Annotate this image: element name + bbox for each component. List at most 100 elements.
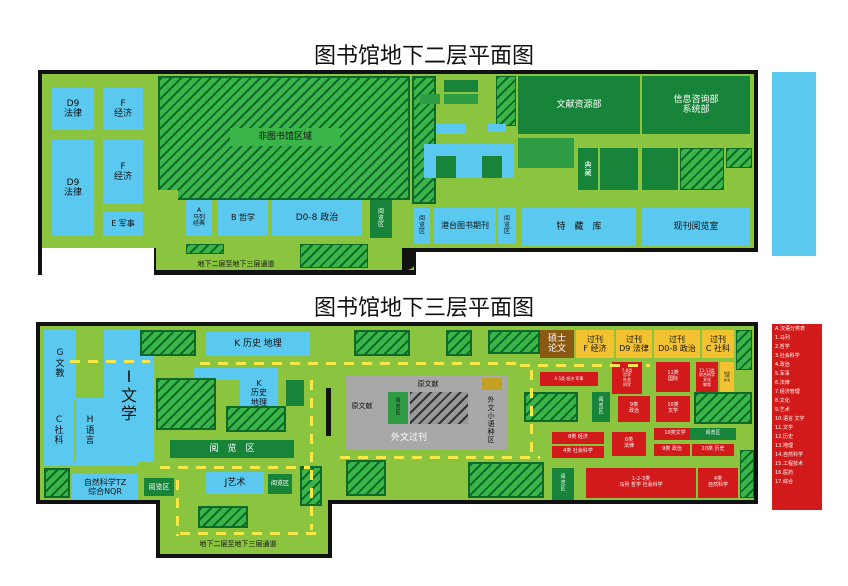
- b3-walkway: [176, 480, 179, 536]
- b2-literature-resources[interactable]: 文献资源部: [518, 76, 640, 134]
- b3-periodical-d9[interactable]: 过刊 D9 法律: [616, 330, 652, 358]
- b3-periodical-c[interactable]: 过刊 C 社科: [702, 330, 734, 358]
- b2-dark-2: [482, 156, 502, 178]
- floor-b3-title: 图书馆地下三层平面图: [313, 296, 534, 321]
- b2-b-philosophy[interactable]: B 哲学: [218, 200, 268, 236]
- floor-b2-title: 图书馆地下二层平面图: [313, 44, 534, 69]
- b3-reading-6[interactable]: 阅 览 区: [388, 392, 408, 424]
- b3-hatch-7: [44, 468, 70, 498]
- b2-current-periodicals[interactable]: 现刊阅览室: [642, 208, 750, 246]
- b3-g-culture[interactable]: G 文 教: [44, 330, 76, 398]
- b3-walkway: [340, 456, 540, 459]
- legend-item: 3.社会科学: [775, 353, 800, 359]
- b3-k-history-geo[interactable]: K 历史 地理: [206, 332, 310, 356]
- b2-hk-periodicals[interactable]: 港台图书期刊: [434, 208, 496, 244]
- b3-red-room[interactable]: 9类 政治: [618, 396, 650, 422]
- b3-hatch-1: [140, 330, 196, 356]
- b2-d0-8-politics[interactable]: D0-8 政治: [272, 200, 362, 236]
- b3-walkway: [200, 362, 520, 365]
- b3-walkway: [530, 370, 533, 460]
- b3-foreign-minor[interactable]: 外 文 小 语 种 区: [476, 392, 506, 448]
- b2-special-collection[interactable]: 特 藏 库: [522, 208, 636, 246]
- b2-d9-law-1[interactable]: D9 法律: [52, 88, 94, 130]
- legend-item: 11.文学: [775, 425, 793, 431]
- b2-legend-bar: [772, 72, 816, 256]
- legend-item: 4.政治: [775, 362, 790, 368]
- b3-red-room[interactable]: 1-2-3类 马列 哲学 社会科学: [586, 468, 696, 498]
- b2-a-marxism[interactable]: A 马列 经典: [186, 200, 212, 236]
- b2-cutout: [42, 248, 154, 275]
- b2-small-block-2: [444, 94, 478, 104]
- b2-dian-cang[interactable]: 典 藏: [578, 148, 598, 190]
- b3-reading-9[interactable]: 阅览区: [690, 428, 736, 440]
- b3-hatch-12: [346, 460, 386, 496]
- b3-natural-science[interactable]: 自然科学TZ 综合NQR: [72, 474, 138, 500]
- legend-item: 8.文化: [775, 398, 790, 404]
- b3-hatch-15: [740, 450, 754, 498]
- b3-walkway: [180, 532, 320, 535]
- b3-red-room[interactable]: 11-13类 综合科学 文化 教育: [696, 362, 718, 394]
- b3-walkway: [160, 466, 310, 469]
- b3-periodical-f[interactable]: 过刊 F 经济: [576, 330, 614, 358]
- b3-h-language[interactable]: H 语 言: [78, 400, 102, 462]
- b2-e-military[interactable]: E 军事: [103, 212, 143, 236]
- b2-notch: [158, 190, 178, 238]
- legend-item: 12.历史: [775, 434, 793, 440]
- b3-red-room[interactable]: 10类 历史: [692, 444, 734, 456]
- b3-red-room[interactable]: 4类 自然科学: [698, 468, 738, 498]
- b3-red-room[interactable]: 9类 政治: [654, 444, 690, 456]
- b2-blue-small-2: [488, 124, 506, 132]
- b2-small-block-3: [444, 80, 478, 92]
- b3-reading-4[interactable]: 阅览区: [144, 478, 174, 496]
- b3-red-room[interactable]: 6类 法律: [612, 432, 646, 456]
- b3-j-art[interactable]: J艺术: [206, 472, 264, 494]
- b3-hatch-5: [156, 378, 216, 430]
- b3-periodical-d08[interactable]: 过刊 D0-8 政治: [654, 330, 700, 358]
- b3-blue-strip: [194, 368, 278, 380]
- b3-yellow-small[interactable]: 综合 A类 新书: [720, 362, 734, 392]
- b3-red-room[interactable]: 8类 经济: [552, 432, 604, 444]
- legend-item: 7.经济管理: [775, 389, 800, 395]
- b3-hatch-8: [198, 506, 248, 528]
- b3-red-room[interactable]: 11类 国际: [656, 362, 690, 392]
- b3-reading-area[interactable]: 阅 览 区: [170, 440, 294, 458]
- b2-reading-3[interactable]: 阅 览 区: [498, 208, 516, 244]
- b3-red-room[interactable]: 4类 社会科学: [552, 446, 604, 458]
- b3-hatch-11: [524, 392, 578, 422]
- b2-dark-1: [436, 156, 456, 178]
- b3-k-history-geo-2[interactable]: K 历史 地理: [240, 378, 278, 408]
- b3-red-room[interactable]: 10类 文学: [656, 396, 690, 422]
- b3-original-lit-2[interactable]: 原文献: [348, 392, 376, 420]
- legend-item: 14.自然科学: [775, 452, 803, 458]
- b2-f-econ-2[interactable]: F 经济: [103, 140, 143, 204]
- b2-d9-law-2[interactable]: D9 法律: [52, 140, 94, 236]
- b2-info-consult[interactable]: 信息咨询部 系统部: [642, 76, 750, 134]
- b3-foreign-periodicals[interactable]: 外文过刊: [360, 428, 458, 448]
- b2-corner: [402, 248, 416, 270]
- b2-reading-2[interactable]: 阅 览 区: [414, 208, 430, 244]
- b3-reading-7[interactable]: 阅 览 区: [592, 392, 610, 422]
- b3-walkway: [70, 360, 150, 363]
- legend-title: A 汉语分类表: [775, 326, 806, 332]
- b3-reading-5[interactable]: 阅览区: [268, 474, 292, 494]
- legend-item: 16.医药: [775, 470, 793, 476]
- b3-dark-block: [286, 380, 304, 406]
- b3-thesis[interactable]: 硕士 论文: [540, 330, 574, 358]
- b3-red-room[interactable]: 7-8类 哲学 社会 科学: [612, 362, 642, 394]
- b2-hatch-strip-1: [186, 244, 224, 254]
- b3-passage-label: 地下二层至地下三层通道: [199, 539, 277, 548]
- b3-divider: [326, 388, 331, 436]
- legend-item: 17.综合: [775, 479, 793, 485]
- b3-hatch-2: [354, 330, 410, 356]
- b3-c-social[interactable]: C 社 科: [44, 400, 76, 462]
- b3-original-lit[interactable]: 原文献: [388, 378, 468, 390]
- b3-reading-8[interactable]: 阅 览 区: [552, 468, 574, 500]
- b2-reading-1[interactable]: 阅 览 区: [370, 200, 392, 238]
- b2-f-econ-1[interactable]: F 经济: [103, 88, 143, 130]
- b3-red-room[interactable]: A 5类 经济 军事: [540, 372, 598, 386]
- b2-hatch-right-2: [726, 148, 752, 168]
- b2-block-c: [642, 148, 678, 190]
- legend-item: 10.语言 文字: [775, 416, 805, 422]
- b3-red-room[interactable]: 10类文学: [654, 428, 696, 440]
